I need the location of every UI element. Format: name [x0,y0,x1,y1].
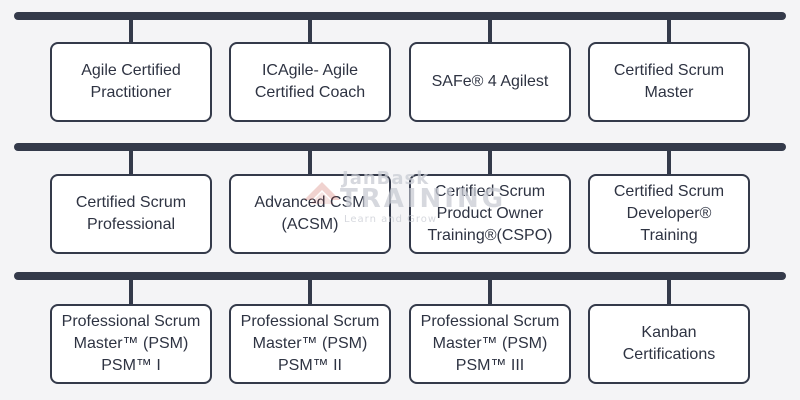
card-label: Certified Scrum Developer® Training [613,183,725,244]
card-icagile-certified-coach: ICAgile- Agile Certified Coach [229,42,391,122]
row-3-connector-bar [14,272,786,280]
card-label: Professional Scrum Master™ (PSM) PSM™ I [61,313,201,374]
card-psm-1: Professional Scrum Master™ (PSM) PSM™ I [50,304,212,384]
row-1-stem-3 [488,18,492,42]
row-1-stem-1 [129,18,133,42]
card-label: Professional Scrum Master™ (PSM) PSM™ II [240,313,380,374]
card-safe-4-agilest: SAFe® 4 Agilest [409,42,571,122]
card-label: Certified Scrum Product Owner Training®(… [427,183,553,244]
row-3-stem-3 [488,278,492,304]
card-label: Certified Scrum Professional [75,194,187,233]
card-label: Advanced CSM (ACSM) [254,194,366,233]
card-certified-scrum-developer: Certified Scrum Developer® Training [588,174,750,254]
row-2-stem-1 [129,149,133,174]
card-label: ICAgile- Agile Certified Coach [254,62,366,101]
row-2-stem-2 [308,149,312,174]
card-label: SAFe® 4 Agilest [431,73,549,90]
card-certified-scrum-product-owner: Certified Scrum Product Owner Training®(… [409,174,571,254]
row-3-stem-2 [308,278,312,304]
row-1-connector-bar [14,12,786,20]
card-label: Certified Scrum Master [613,62,725,101]
card-agile-certified-practitioner: Agile Certified Practitioner [50,42,212,122]
row-3-stem-4 [667,278,671,304]
card-label: Agile Certified Practitioner [81,62,181,101]
card-certified-scrum-professional: Certified Scrum Professional [50,174,212,254]
row-1-stem-4 [667,18,671,42]
card-advanced-csm: Advanced CSM (ACSM) [229,174,391,254]
card-label: Kanban Certifications [622,324,716,363]
card-certified-scrum-master: Certified Scrum Master [588,42,750,122]
row-3-stem-1 [129,278,133,304]
row-2-stem-4 [667,149,671,174]
card-psm-3: Professional Scrum Master™ (PSM) PSM™ II… [409,304,571,384]
card-psm-2: Professional Scrum Master™ (PSM) PSM™ II [229,304,391,384]
row-2-connector-bar [14,143,786,151]
card-label: Professional Scrum Master™ (PSM) PSM™ II… [420,313,560,374]
row-2-stem-3 [488,149,492,174]
card-kanban-certifications: Kanban Certifications [588,304,750,384]
row-1-stem-2 [308,18,312,42]
